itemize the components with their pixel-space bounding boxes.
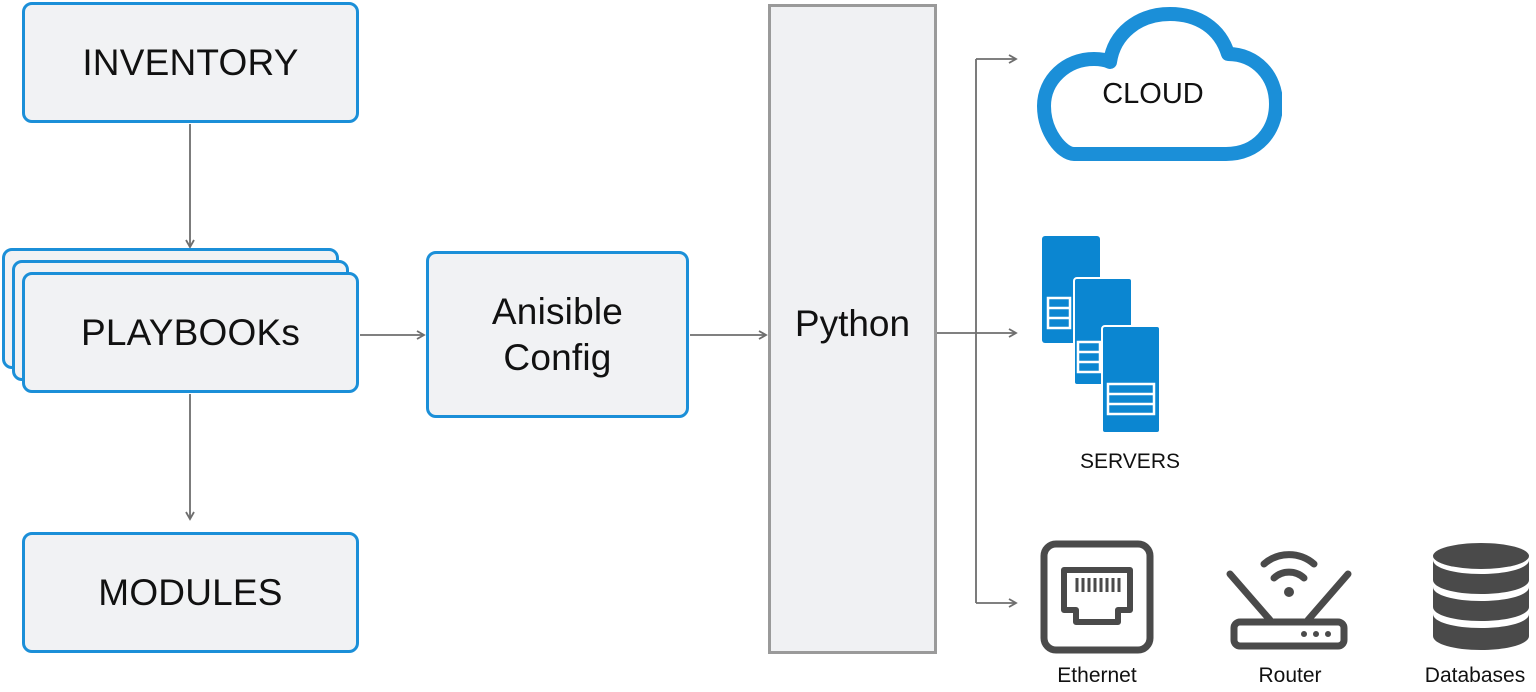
inventory-label: INVENTORY [82, 41, 299, 83]
router-icon [1226, 551, 1352, 650]
databases-label: Databases [1424, 664, 1526, 687]
python-label: Python [794, 303, 911, 344]
modules-label: MODULES [98, 571, 283, 613]
modules-box: MODULES [22, 532, 359, 653]
ansible-config-line1: Anisible [491, 290, 624, 332]
cloud-label: CLOUD [1102, 78, 1204, 110]
python-bar [768, 4, 937, 654]
ethernet-icon [1040, 540, 1154, 654]
ethernet-label: Ethernet [1057, 664, 1137, 687]
playbooks-label: PLAYBOOKs [80, 311, 301, 353]
router-label: Router [1258, 664, 1322, 687]
servers-label: SERVERS [1080, 450, 1180, 473]
ansible-config-label: Anisible Config [492, 289, 623, 381]
playbooks-box: PLAYBOOKs [22, 272, 359, 393]
server-icon [1042, 236, 1161, 434]
ansible-config-box: Anisible Config [426, 251, 689, 418]
database-icon [1433, 543, 1529, 650]
cloud-icon [1037, 7, 1282, 161]
inventory-box: INVENTORY [22, 2, 359, 123]
ansible-config-line2: Config [503, 336, 612, 378]
